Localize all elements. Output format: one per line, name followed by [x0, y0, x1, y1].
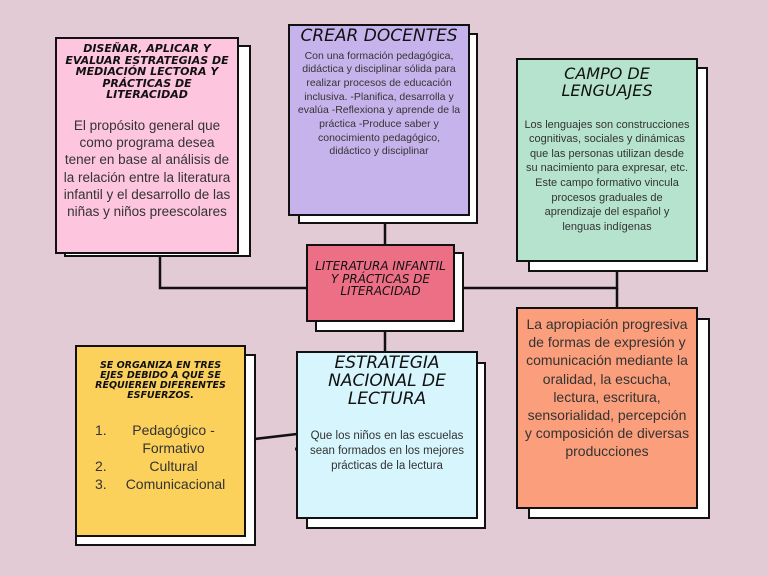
disenar-body: El propósito general que como programa d…	[63, 117, 231, 220]
crear-body: Con una formación pedagógica, didáctica …	[297, 49, 461, 158]
crear-title: CREAR DOCENTES	[300, 26, 458, 46]
ejes-item-number: 2.	[95, 458, 107, 475]
connector-center-to-disenar	[158, 254, 307, 290]
estrategia-body: Que los niños en las escuelas sean forma…	[309, 429, 465, 472]
ejes-item-number: 3.	[95, 476, 107, 493]
campo-box: CAMPO DE LENGUAJES Los lenguajes son con…	[516, 58, 698, 262]
crear-box: CREAR DOCENTES Con una formación pedagóg…	[288, 24, 470, 216]
apropiacion-box: La apropiación progresiva de formas de e…	[516, 307, 698, 509]
ejes-box: SE ORGANIZA EN TRES EJES DEBIDO A QUE SE…	[75, 345, 246, 537]
ejes-list: 1. Pedagógico - Formativo 2. Cultural 3.…	[83, 421, 238, 494]
campo-body: Los lenguajes son construcciones cogniti…	[524, 118, 690, 233]
ejes-item-label: Cultural	[149, 458, 198, 475]
ejes-list-item: 3. Comunicacional	[83, 475, 238, 493]
ejes-title: SE ORGANIZA EN TRES EJES DEBIDO A QUE SE…	[95, 360, 226, 401]
ejes-item-number: 1.	[95, 421, 107, 438]
estrategia-box: ESTRATEGIA NACIONAL DE LECTURA Que los n…	[296, 351, 478, 519]
ejes-item-label: Comunicacional	[125, 476, 226, 493]
ejes-item-label: Pedagógico - Formativo	[132, 421, 215, 457]
ejes-list-item: 2. Cultural	[83, 457, 238, 475]
center-box: LITERATURA INFANTIL Y PRÁCTICAS DE LITER…	[306, 244, 455, 322]
disenar-box: DISEÑAR, APLICAR Y EVALUAR ESTRATEGIAS D…	[55, 37, 239, 254]
estrategia-title: ESTRATEGIA NACIONAL DE LECTURA	[328, 353, 446, 409]
apropiacion-body: La apropiación progresiva de formas de e…	[524, 316, 690, 460]
campo-title: CAMPO DE LENGUAJES	[561, 64, 653, 100]
center-title: LITERATURA INFANTIL Y PRÁCTICAS DE LITER…	[315, 259, 446, 299]
ejes-list-item: 1. Pedagógico - Formativo	[83, 421, 238, 457]
disenar-title: DISEÑAR, APLICAR Y EVALUAR ESTRATEGIAS D…	[65, 42, 229, 102]
